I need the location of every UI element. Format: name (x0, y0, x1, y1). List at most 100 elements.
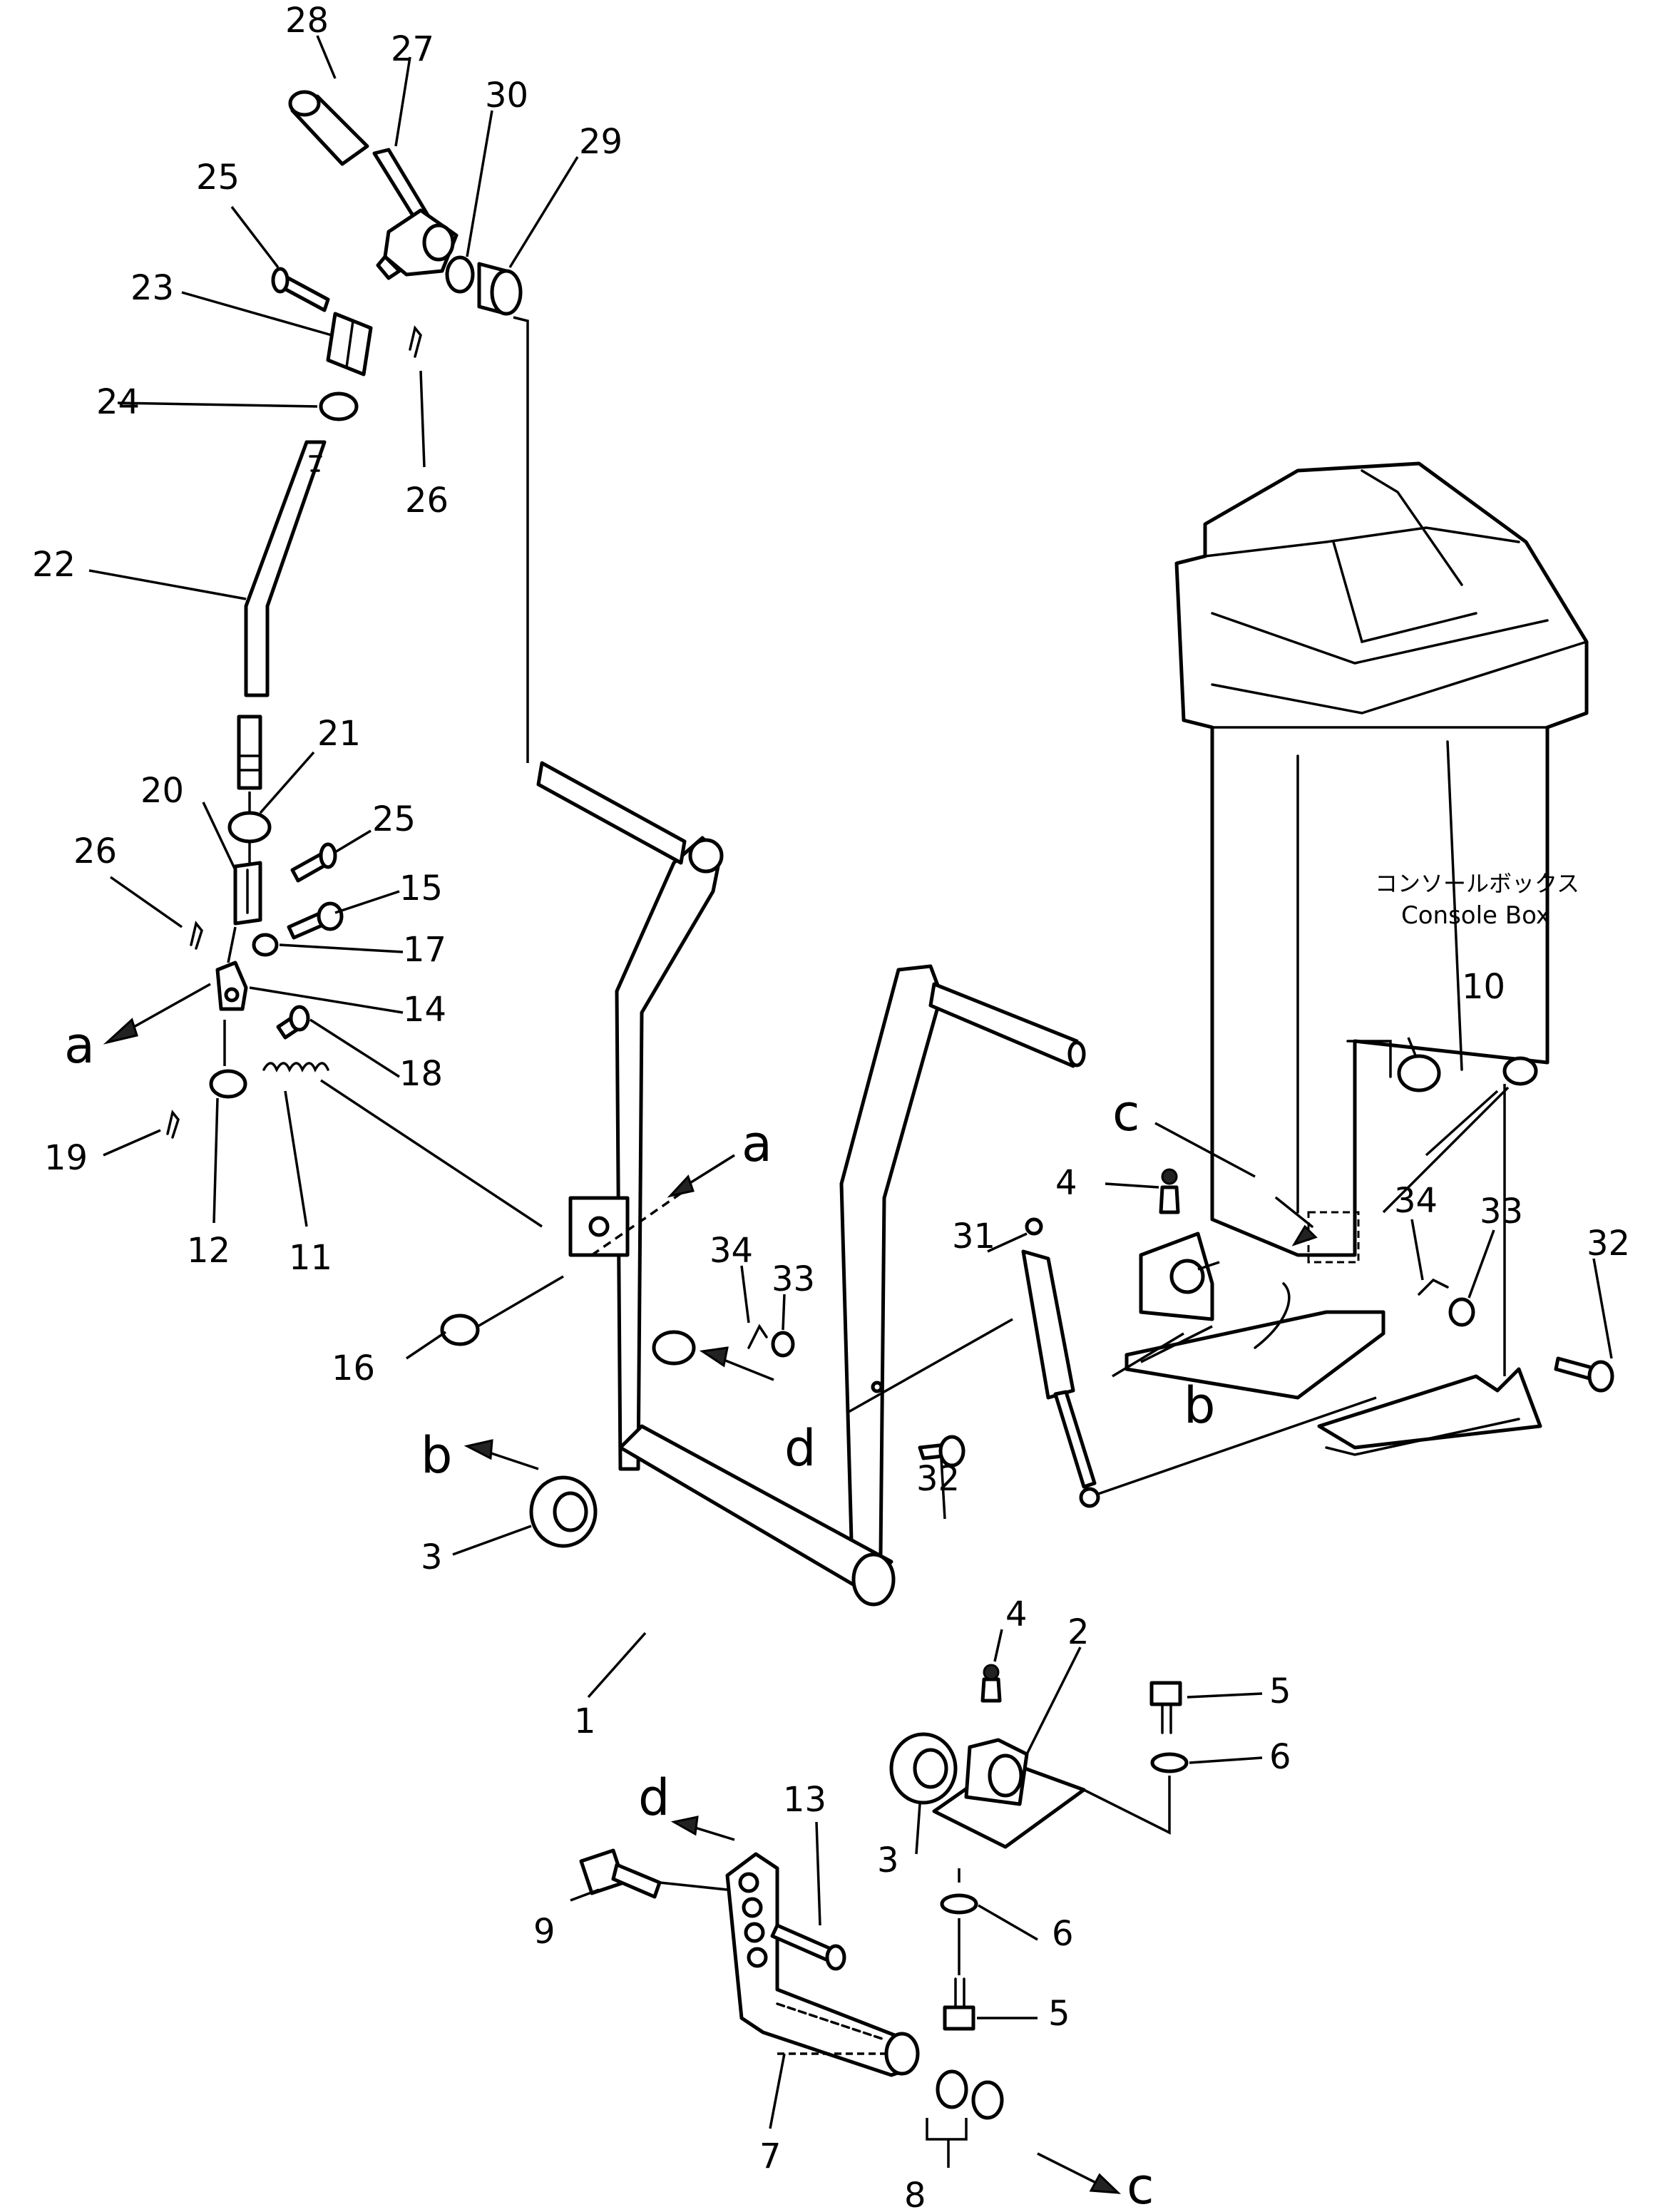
part-22-rod-lower (237, 715, 262, 790)
label-23: 23 (130, 268, 174, 308)
label-3-lower: 3 (877, 1840, 899, 1880)
ref-c-console: c (1112, 1084, 1140, 1142)
console-box (1174, 461, 1589, 1257)
lever-frame (536, 761, 1086, 1607)
label-34-mid: 34 (710, 1231, 753, 1271)
part-13-bolt (770, 1923, 846, 1971)
console-base-bracket (1125, 1232, 1542, 1456)
ref-a-mid: a (742, 1115, 772, 1173)
part-24-nut (319, 391, 359, 421)
label-27: 27 (391, 29, 434, 69)
part-15-bolt (287, 901, 344, 940)
label-32-right: 32 (1587, 1224, 1630, 1264)
label-32-mid: 32 (916, 1459, 960, 1499)
leader-lines (88, 35, 1613, 2168)
label-22: 22 (32, 545, 76, 585)
part-5-bolt-lower (943, 1977, 975, 2031)
label-26-upper: 26 (405, 481, 449, 521)
label-5-lower: 5 (1048, 1994, 1070, 2034)
console-box-label-en: Console Box (1401, 901, 1550, 930)
ref-a-left: a (64, 1016, 95, 1075)
part-11-spring (262, 1062, 329, 1072)
console-box-note: コンソールボックス Console Box (1375, 870, 1579, 930)
part-34-cotter-right (1418, 1278, 1449, 1296)
part-number-labels: 28 27 30 29 25 23 24 26 22 21 20 25 26 1… (32, 1, 1630, 2212)
label-8: 8 (904, 2176, 926, 2212)
part-33-washer-right (1448, 1297, 1475, 1327)
label-7: 7 (759, 2136, 782, 2176)
label-11: 11 (289, 1238, 332, 1278)
part-6-washer-lower (940, 1893, 978, 1915)
label-26-lower: 26 (73, 831, 117, 871)
label-25-upper: 25 (196, 158, 240, 198)
part-8-washers (936, 2069, 1004, 2120)
label-16: 16 (332, 1348, 375, 1388)
ref-b-console: b (1184, 1376, 1215, 1435)
label-2: 2 (1067, 1612, 1090, 1652)
console-bracket-nut (1502, 1056, 1538, 1086)
part-26-cotter-upper (409, 325, 422, 358)
part-18-pin (276, 1005, 310, 1040)
label-13: 13 (783, 1780, 826, 1820)
part-30-washer (445, 255, 475, 294)
label-30: 30 (485, 76, 528, 116)
label-14: 14 (403, 990, 446, 1030)
label-17: 17 (403, 930, 446, 970)
part-23-yoke (326, 312, 373, 377)
part-32-bolt-right (1554, 1356, 1614, 1393)
label-15: 15 (399, 869, 443, 908)
label-28: 28 (285, 1, 329, 41)
part-32-bolt-mid (918, 1435, 965, 1468)
label-24: 24 (96, 382, 140, 422)
label-33-mid: 33 (772, 1259, 815, 1299)
label-25-lower: 25 (372, 799, 416, 839)
part-3-collar-upper (529, 1475, 598, 1548)
reference-letters: a a b b c c d d (64, 1016, 1215, 2212)
label-1: 1 (574, 1701, 596, 1741)
assembly-lines (223, 316, 1506, 2055)
part-17-washer (252, 933, 279, 957)
part-19-cotter (166, 1110, 180, 1139)
part-26-cotter-lower (190, 921, 203, 950)
part-20-block (233, 861, 262, 926)
part-31-gas-spring (1021, 1217, 1100, 1508)
ref-d-bottom: d (638, 1768, 670, 1827)
ref-d-mid: d (784, 1419, 816, 1478)
ref-arrows (103, 983, 1220, 2194)
label-4-lower: 4 (1005, 1594, 1028, 1634)
label-12: 12 (187, 1231, 230, 1271)
part-4-fitting-lower (980, 1664, 1002, 1703)
label-31: 31 (952, 1217, 995, 1256)
part-27-lever (372, 148, 459, 280)
label-6-upper: 6 (1269, 1737, 1291, 1777)
ref-b-left: b (421, 1426, 452, 1485)
part-22-rod (244, 440, 327, 697)
part-3-collar-lower (889, 1732, 958, 1805)
label-3-upper: 3 (421, 1537, 443, 1577)
part-10-nut (1397, 1054, 1441, 1092)
part-6-washer-upper (1150, 1752, 1189, 1773)
label-9: 9 (533, 1912, 555, 1952)
part-25-pin-lower (290, 842, 337, 883)
label-6-lower: 6 (1052, 1914, 1074, 1954)
label-20: 20 (140, 771, 184, 811)
part-5-bolt-upper (1149, 1681, 1182, 1734)
part-12-nut (209, 1069, 247, 1099)
part-28-knob (288, 90, 369, 166)
part-7-pedal-arm (725, 1852, 920, 2077)
label-34-right: 34 (1394, 1181, 1438, 1221)
label-5-upper: 5 (1269, 1671, 1291, 1711)
label-21: 21 (317, 714, 361, 754)
label-18: 18 (399, 1054, 443, 1094)
label-33-right: 33 (1480, 1192, 1523, 1232)
label-19: 19 (44, 1138, 88, 1178)
part-33-washer-mid (771, 1331, 795, 1358)
console-mount-block (1275, 1197, 1360, 1264)
ref-c-bottom: c (1127, 2157, 1154, 2212)
label-29: 29 (579, 122, 623, 162)
part-34-cotter-mid (747, 1323, 768, 1349)
part-29-bushing (477, 262, 523, 316)
part-16-nut (440, 1314, 480, 1346)
part-9-bolt (579, 1848, 662, 1899)
